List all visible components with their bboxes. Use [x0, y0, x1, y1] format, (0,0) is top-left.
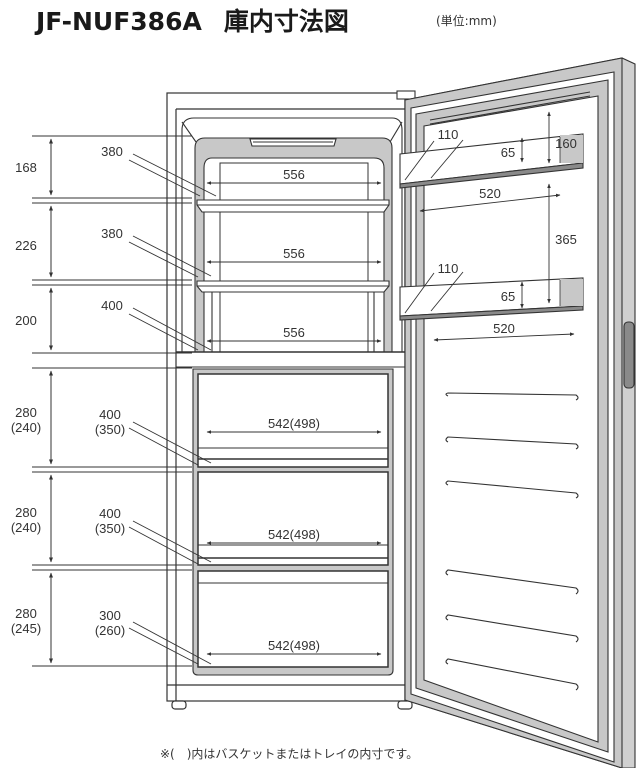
- depth-label-5: 400: [99, 506, 121, 521]
- shelf-width-dimensions: [206, 181, 382, 343]
- upper-pocket-depth: 110: [438, 127, 459, 142]
- basket-width-3: 542(498): [268, 638, 320, 653]
- height-label-6: 280: [15, 606, 37, 621]
- model-number: JF-NUF386A: [36, 7, 202, 36]
- height-label-2: 226: [15, 238, 37, 253]
- basket-width-2: 542(498): [268, 527, 320, 542]
- height-sub-5: (240): [11, 520, 41, 535]
- basket-width-dimensions: [206, 430, 382, 656]
- height-label-3: 200: [15, 313, 37, 328]
- height-label-4: 280: [15, 405, 37, 420]
- door-dimension-arrows: [419, 111, 575, 342]
- unit-note: (単位:mm): [436, 14, 497, 28]
- shelf-width-1: 556: [283, 167, 305, 182]
- depth-label-6: 300: [99, 608, 121, 623]
- diagram-title: JF-NUF386A 庫内寸法図: [36, 2, 349, 38]
- height-label-1: 168: [15, 160, 37, 175]
- depth-sub-5: (350): [95, 521, 125, 536]
- depth-label-3: 400: [101, 298, 123, 313]
- pocket-gap: 365: [555, 232, 577, 247]
- lower-pocket-height: 65: [501, 289, 515, 304]
- depth-label-4: 400: [99, 407, 121, 422]
- depth-label-2: 380: [101, 226, 123, 241]
- upper-compartment: [176, 117, 405, 368]
- shelf-width-3: 556: [283, 325, 305, 340]
- depth-sub-6: (260): [95, 623, 125, 638]
- upper-pocket-width: 520: [479, 186, 501, 201]
- shelf-width-2: 556: [283, 246, 305, 261]
- lower-pocket-depth: 110: [438, 261, 459, 276]
- upper-pocket-clearance: 160: [555, 136, 577, 151]
- height-label-5: 280: [15, 505, 37, 520]
- lower-compartment: [192, 368, 394, 676]
- basket-width-1: 542(498): [268, 416, 320, 431]
- footnote: ※( )内はバスケットまたはトレイの内寸です。: [160, 747, 419, 761]
- upper-pocket-height: 65: [501, 145, 515, 160]
- door-rack-bars: [445, 392, 579, 691]
- door: [396, 57, 636, 768]
- lower-pocket-width: 520: [493, 321, 515, 336]
- depth-sub-4: (350): [95, 422, 125, 437]
- height-sub-6: (245): [11, 621, 41, 636]
- height-sub-4: (240): [11, 420, 41, 435]
- title-text: 庫内寸法図: [223, 7, 349, 36]
- depth-label-1: 380: [101, 144, 123, 159]
- depth-leader-lines: [128, 153, 217, 665]
- height-extension-lines: [32, 135, 192, 667]
